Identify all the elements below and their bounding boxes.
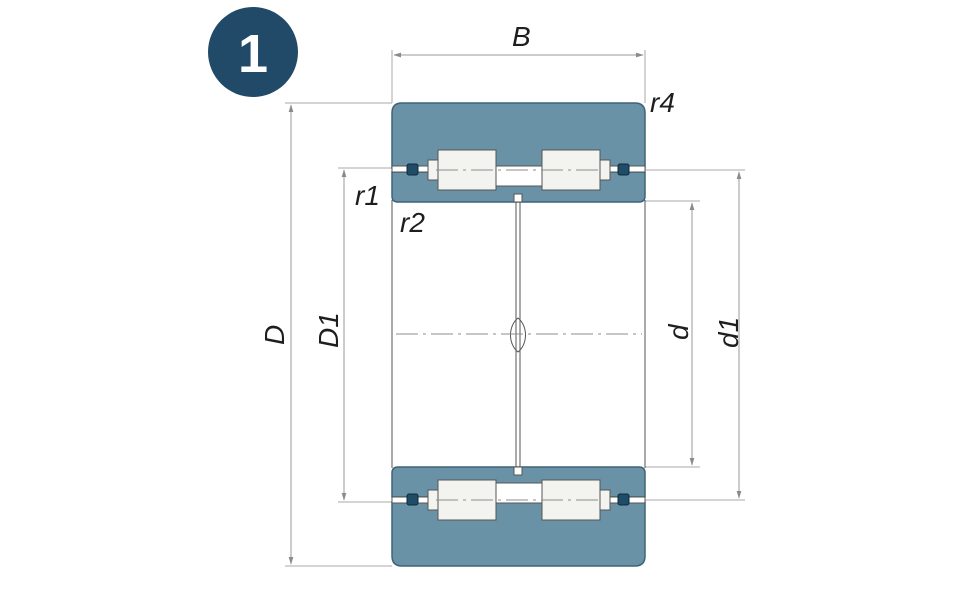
top-left-seal (406, 163, 419, 176)
bottom-section (391, 466, 646, 567)
label-r2: r2 (400, 207, 425, 238)
label-r1: r1 (355, 180, 380, 211)
top-center-gap (495, 165, 543, 187)
bottom-outer-ring (391, 501, 646, 567)
top-right-seal (617, 163, 630, 176)
top-section (391, 102, 646, 203)
badge-number: 1 (238, 24, 268, 84)
label-d: d (663, 323, 694, 340)
label-B: B (512, 21, 531, 52)
badge-circle (208, 7, 298, 97)
bottom-right-seal (617, 493, 630, 506)
label-d1: d1 (713, 317, 744, 348)
label-D1: D1 (313, 312, 344, 348)
extension-lines (285, 50, 745, 567)
label-D: D (259, 325, 290, 345)
label-r4: r4 (650, 87, 675, 118)
step-badge: 1 (208, 7, 298, 97)
labels: B r4 r1 r2 D D1 d d1 (259, 21, 744, 348)
top-outer-ring (391, 102, 646, 169)
bottom-left-seal (406, 493, 419, 506)
dimension-lines (288, 52, 742, 565)
